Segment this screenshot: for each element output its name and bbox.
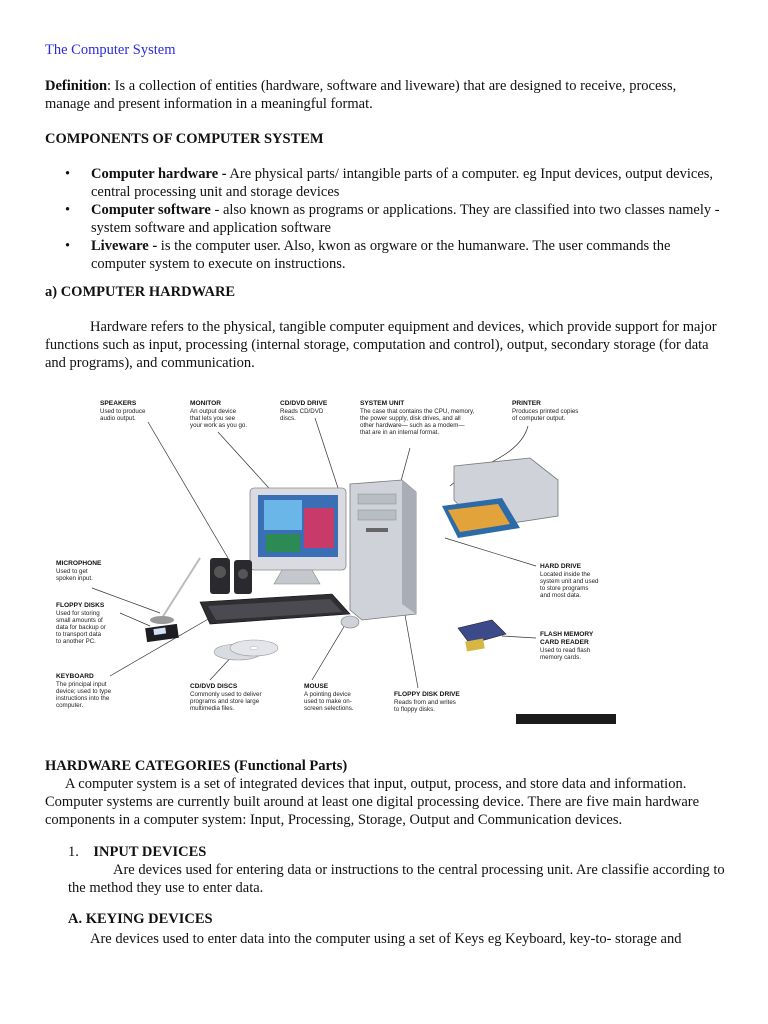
svg-text:FLOPPY DISKS: FLOPPY DISKS: [56, 602, 105, 609]
printer-icon: [442, 457, 559, 538]
label-monitor: MONITOR An output device that lets you s…: [190, 400, 247, 429]
system-unit-icon: [349, 479, 417, 621]
svg-text:to another PC.: to another PC.: [56, 638, 96, 645]
categories-paragraph: A computer system is a set of integrated…: [45, 776, 700, 828]
components-heading: COMPONENTS OF COMPUTER SYSTEM: [45, 131, 324, 147]
svg-text:Commonly used to deliver: Commonly used to deliver: [190, 691, 262, 698]
svg-text:the power supply, disk drives,: the power supply, disk drives, and all: [360, 415, 461, 422]
svg-text:computer.: computer.: [56, 702, 83, 709]
input-devices-paragraph: Are devices used for entering data or in…: [68, 862, 725, 896]
keyboard-icon: [199, 593, 351, 625]
cd-dvd-discs-icon: [213, 639, 279, 661]
svg-text:Located inside the: Located inside the: [540, 571, 591, 578]
label-floppy-disks: FLOPPY DISKS Used for storing small amou…: [56, 602, 106, 645]
svg-text:screen selections.: screen selections.: [304, 705, 354, 712]
label-keyboard: KEYBOARD The principal input device; use…: [56, 673, 112, 709]
label-microphone: MICROPHONE Used to get spoken input.: [56, 560, 102, 582]
svg-text:The case that contains the CPU: The case that contains the CPU, memory,: [360, 408, 475, 415]
svg-text:KEYBOARD: KEYBOARD: [56, 673, 94, 680]
hardware-heading: a) COMPUTER HARDWARE: [45, 284, 236, 300]
label-cd-dvd-drive: CD/DVD DRIVE Reads CD/DVD discs.: [280, 400, 328, 422]
svg-text:MICROPHONE: MICROPHONE: [56, 560, 102, 567]
mouse-icon: [340, 615, 360, 629]
svg-text:and most data.: and most data.: [540, 592, 581, 599]
svg-text:small amounts of: small amounts of: [56, 617, 103, 624]
speakers-icon: [210, 558, 252, 594]
components-list: Computer hardware - Are physical parts/ …: [45, 165, 725, 273]
svg-text:FLOPPY DISK DRIVE: FLOPPY DISK DRIVE: [394, 691, 460, 698]
svg-text:Produces printed copies: Produces printed copies: [512, 408, 578, 415]
label-cd-dvd-discs: CD/DVD DISCS Commonly used to deliver pr…: [190, 683, 262, 712]
monitor-icon: [249, 487, 347, 585]
svg-text:HARD DRIVE: HARD DRIVE: [540, 563, 582, 570]
svg-text:SYSTEM UNIT: SYSTEM UNIT: [360, 400, 404, 407]
svg-text:system unit and used: system unit and used: [540, 578, 599, 585]
input-devices-heading: 1. INPUT DEVICES: [68, 844, 207, 860]
label-hard-drive: HARD DRIVE Located inside the system uni…: [540, 563, 599, 599]
svg-text:Reads from and writes: Reads from and writes: [394, 699, 456, 706]
definition-text: : Is a collection of entities (hardware,…: [45, 78, 677, 112]
svg-text:used to make on-: used to make on-: [304, 698, 352, 705]
document-title: The Computer System: [45, 42, 176, 58]
label-speakers: SPEAKERS Used to produce audio output.: [100, 400, 146, 422]
svg-text:Used to get: Used to get: [56, 568, 88, 575]
svg-text:of computer output.: of computer output.: [512, 415, 566, 422]
callout-lines: [91, 417, 537, 689]
definition-label: Definition: [45, 78, 108, 94]
svg-text:device; used to type: device; used to type: [56, 688, 112, 695]
list-item: Computer software - also known as progra…: [45, 201, 725, 237]
svg-text:SPEAKERS: SPEAKERS: [100, 400, 137, 407]
svg-text:data for backup or: data for backup or: [56, 624, 106, 631]
svg-text:to store programs: to store programs: [540, 585, 589, 592]
svg-text:memory cards.: memory cards.: [540, 654, 581, 661]
label-system-unit: SYSTEM UNIT The case that contains the C…: [360, 400, 475, 436]
flash-card-reader-icon: [457, 619, 507, 652]
svg-text:Used for storing: Used for storing: [56, 610, 100, 617]
svg-text:A pointing device: A pointing device: [304, 691, 351, 698]
floppy-disks-icon: [145, 623, 179, 643]
svg-text:to floppy disks.: to floppy disks.: [394, 706, 435, 713]
svg-text:FLASH MEMORY: FLASH MEMORY: [540, 631, 594, 638]
list-item: Liveware - is the computer user. Also, k…: [45, 237, 725, 273]
list-item: Computer hardware - Are physical parts/ …: [45, 165, 725, 201]
svg-text:programs and store large: programs and store large: [190, 698, 260, 705]
svg-text:MOUSE: MOUSE: [304, 683, 329, 690]
svg-text:PRINTER: PRINTER: [512, 400, 541, 407]
label-floppy-disk-drive: FLOPPY DISK DRIVE Reads from and writes …: [394, 691, 460, 713]
label-printer: PRINTER Produces printed copies of compu…: [512, 400, 578, 422]
svg-text:The principal input: The principal input: [56, 681, 107, 688]
svg-text:CD/DVD DISCS: CD/DVD DISCS: [190, 683, 238, 690]
svg-text:An output device: An output device: [190, 408, 237, 415]
svg-text:discs.: discs.: [280, 415, 296, 422]
microphone-icon: [150, 557, 201, 624]
svg-text:multimedia files.: multimedia files.: [190, 705, 235, 712]
svg-text:MONITOR: MONITOR: [190, 400, 221, 407]
computer-system-figure: SPEAKERS Used to produce audio output. M…: [50, 388, 618, 724]
svg-text:your work as you go.: your work as you go.: [190, 422, 247, 429]
svg-text:to transport data: to transport data: [56, 631, 102, 638]
svg-text:spoken input.: spoken input.: [56, 575, 93, 582]
keying-devices-paragraph: Are devices used to enter data into the …: [90, 931, 682, 947]
computer-system-illustration: SPEAKERS Used to produce audio output. M…: [56, 400, 616, 724]
definition-paragraph: Definition: Is a collection of entities …: [45, 77, 725, 113]
svg-text:instructions into the: instructions into the: [56, 695, 110, 702]
svg-text:Used to read flash: Used to read flash: [540, 647, 591, 654]
svg-text:CD/DVD DRIVE: CD/DVD DRIVE: [280, 400, 328, 407]
figure-border-mark: [516, 714, 616, 724]
svg-text:that lets you see: that lets you see: [190, 415, 236, 422]
svg-text:other hardware— such as a mode: other hardware— such as a modem—: [360, 422, 465, 429]
svg-text:CARD READER: CARD READER: [540, 639, 589, 646]
label-mouse: MOUSE A pointing device used to make on-…: [304, 683, 354, 712]
svg-text:Used to produce: Used to produce: [100, 408, 146, 415]
hardware-paragraph: Hardware refers to the physical, tangibl…: [45, 319, 717, 371]
label-flash-memory-card-reader: FLASH MEMORY CARD READER Used to read fl…: [540, 631, 594, 661]
svg-text:Reads CD/DVD: Reads CD/DVD: [280, 408, 324, 415]
svg-text:that are in an internal format: that are in an internal format.: [360, 429, 439, 436]
svg-text:audio output.: audio output.: [100, 415, 136, 422]
keying-devices-heading: A. KEYING DEVICES: [68, 911, 213, 927]
categories-heading: HARDWARE CATEGORIES (Functional Parts): [45, 758, 348, 774]
